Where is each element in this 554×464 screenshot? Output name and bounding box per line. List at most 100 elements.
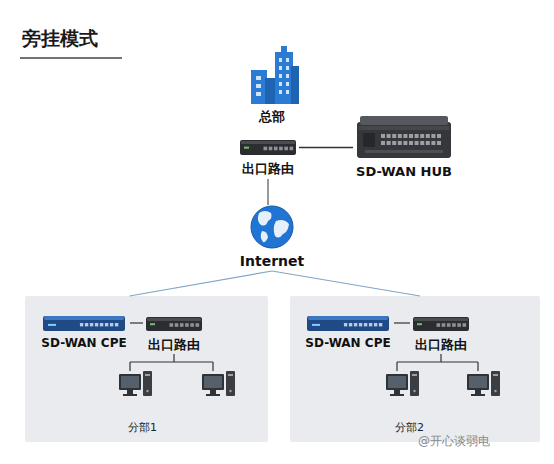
port [290, 147, 294, 151]
power-led [413, 390, 415, 392]
device-label: 出口路由 [415, 336, 467, 354]
router-node: 出口路由 [143, 316, 205, 354]
router-top [414, 318, 468, 321]
headquarters-node: 总部 [242, 44, 302, 126]
cpe-node: SD-WAN CPE [302, 314, 394, 351]
router-illustration [240, 139, 296, 156]
port [452, 323, 456, 327]
lan-wires [130, 354, 478, 371]
window [286, 90, 289, 94]
hub-node: SD-WAN HUB [353, 116, 455, 180]
window [286, 58, 289, 62]
port [80, 323, 83, 326]
port [403, 141, 407, 145]
cpe-top [44, 316, 124, 320]
router-body [413, 317, 469, 331]
cpe-body [307, 316, 389, 331]
pc-tower [226, 371, 235, 396]
tower-top [281, 46, 287, 53]
monitor-base [206, 394, 220, 396]
port [85, 323, 88, 326]
port [190, 323, 194, 327]
port [369, 323, 372, 326]
port [431, 134, 435, 138]
network-link [267, 179, 268, 205]
port [110, 323, 113, 326]
network-link [129, 271, 272, 296]
monitor [467, 374, 489, 390]
cpe-top [308, 316, 388, 320]
device-label: SD-WAN HUB [356, 164, 452, 179]
port [364, 323, 367, 326]
port [403, 134, 407, 138]
power-led [229, 390, 231, 392]
port [381, 134, 385, 138]
window [286, 66, 289, 70]
drive-slot [412, 374, 417, 376]
port [387, 134, 391, 138]
hub-icon [357, 116, 451, 158]
port [409, 134, 413, 138]
hub-band [359, 126, 449, 130]
drive-slot [493, 374, 498, 376]
pc-tower [491, 371, 500, 396]
pc-group [119, 371, 500, 396]
screen [388, 376, 406, 388]
pc-tower [143, 371, 152, 396]
port [90, 323, 93, 326]
window [256, 92, 261, 96]
port [426, 134, 430, 138]
port [344, 323, 347, 326]
device-label: 出口路由 [242, 160, 294, 178]
globe-icon [251, 206, 293, 248]
landmass [261, 231, 268, 242]
port [264, 147, 268, 151]
router-icon [146, 317, 202, 331]
port [354, 323, 357, 326]
port [180, 323, 184, 327]
landmass [274, 220, 289, 238]
vent [365, 150, 443, 153]
status-led [312, 324, 320, 326]
monitor-base [123, 394, 137, 396]
port [95, 323, 98, 326]
monitor [386, 374, 408, 390]
window [279, 74, 282, 78]
branch-panel: 分部1SD-WAN CPE出口路由 [25, 296, 268, 442]
cpe-body [43, 316, 125, 331]
network-link [130, 322, 143, 323]
tower [251, 70, 267, 104]
port [437, 134, 441, 138]
port [420, 141, 424, 145]
port [196, 323, 200, 327]
device-label: Internet [240, 253, 304, 269]
status-led [150, 323, 155, 325]
port [437, 323, 441, 327]
monitor [202, 374, 224, 390]
router-illustration [146, 316, 202, 332]
monitor-neck [475, 390, 481, 394]
cpe-node: SD-WAN CPE [38, 314, 130, 351]
window [286, 82, 289, 86]
port [398, 141, 402, 145]
router-body [240, 140, 296, 155]
diagram-title: 旁挂模式 [22, 26, 98, 52]
router-icon [413, 317, 469, 331]
network-link [299, 147, 353, 148]
router-top [241, 141, 295, 144]
status-led [244, 147, 249, 149]
port [398, 134, 402, 138]
port [392, 134, 396, 138]
pc-icon [467, 371, 500, 396]
monitor-base [471, 394, 485, 396]
port [269, 147, 273, 151]
watermark: @开心谈弱电 [418, 433, 490, 450]
port [431, 141, 435, 145]
port [115, 323, 118, 326]
window [286, 74, 289, 78]
window [279, 66, 282, 70]
hub-top [360, 116, 448, 125]
internet-node: Internet [232, 205, 312, 270]
port [284, 147, 288, 151]
